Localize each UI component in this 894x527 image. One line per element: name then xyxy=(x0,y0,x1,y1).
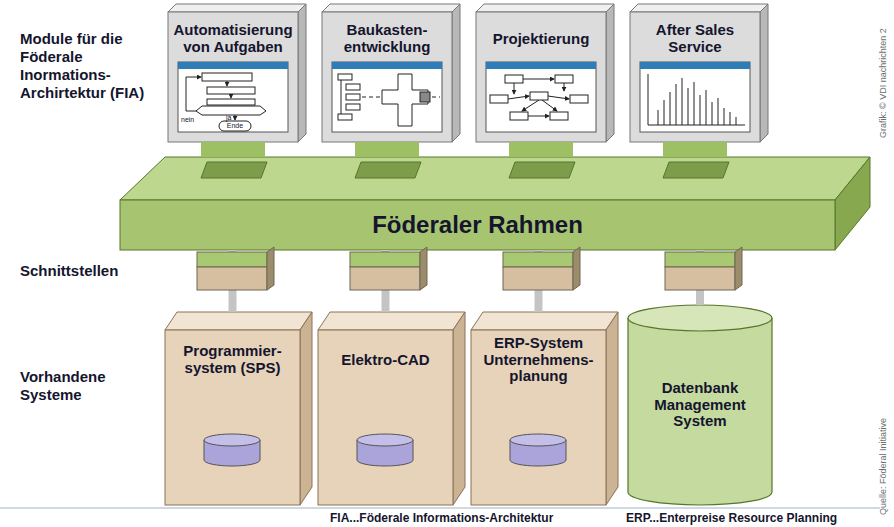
flowchart-icon xyxy=(186,73,266,131)
layer-label: Schnittstellen xyxy=(20,262,160,280)
text-wrapper: Datenbank Management System xyxy=(628,363,772,447)
text-wrapper: Programmier- system (SPS) xyxy=(165,332,300,388)
module-box: Projektierung xyxy=(476,12,606,142)
credit-note: Grafik: © VDI nachrichten 2 xyxy=(878,28,889,138)
box-title: Baukasten- entwicklung xyxy=(326,22,448,56)
database-cylinder: Datenbank Management System xyxy=(628,305,772,505)
system-box: ERP-System Unternehmens- planung xyxy=(471,312,606,505)
system-box: Elektro-CAD xyxy=(318,312,453,505)
footnote: FIA...Föderale Informations-Architektur xyxy=(330,511,615,525)
module-box-3d xyxy=(168,4,768,142)
text-wrapper: Elektro-CAD xyxy=(318,332,453,388)
flow-label: nein xyxy=(181,116,201,124)
flow-label: Ende xyxy=(219,122,251,130)
frame-title: Föderaler Rahmen xyxy=(372,211,583,238)
connector-stub xyxy=(355,142,419,157)
connector-stub xyxy=(663,142,727,157)
module-box: After Sales Service xyxy=(630,12,760,142)
text-wrapper: Automatisierung von Aufgaben xyxy=(168,16,298,62)
text-wrapper: Baukasten- entwicklung xyxy=(322,16,452,62)
source-note: Quelle: Föderal Initiative xyxy=(878,418,889,515)
database-icon xyxy=(204,434,566,466)
text-wrapper: ERP-System Unternehmens- planung xyxy=(471,332,606,388)
box-title: Programmier- system (SPS) xyxy=(169,343,296,377)
box-title: Elektro-CAD xyxy=(341,352,429,369)
layer-label: Vorhandene Systeme xyxy=(20,368,145,404)
text-wrapper: After Sales Service xyxy=(630,16,760,62)
modular-tree-icon xyxy=(338,74,440,126)
interface-block xyxy=(197,247,742,290)
text-wrapper: Föderaler Rahmen xyxy=(120,200,835,250)
box-title: ERP-System Unternehmens- planung xyxy=(475,335,602,386)
footer-rule xyxy=(0,508,880,509)
database-cylinder xyxy=(628,305,772,505)
box-title: Projektierung xyxy=(493,31,590,48)
layer-label: Module für die Föderale Inormations- Arc… xyxy=(20,30,152,102)
bar-chart-icon xyxy=(648,74,745,125)
system-box-3d xyxy=(165,312,618,505)
federal-frame-slab xyxy=(120,157,870,250)
connector-stub xyxy=(201,142,265,157)
app-window xyxy=(178,62,750,132)
box-title: After Sales Service xyxy=(634,22,756,56)
box-title: Automatisierung von Aufgaben xyxy=(172,22,294,56)
flow-label: ja xyxy=(226,114,236,122)
framework-bar: Föderaler Rahmen xyxy=(120,157,870,250)
text-wrapper: Projektierung xyxy=(476,16,606,62)
footnote: ERP...Enterpreise Resource Planning xyxy=(626,511,876,525)
box-title: Datenbank Management System xyxy=(643,380,757,431)
project-network-icon xyxy=(490,75,588,120)
system-box: Programmier- system (SPS) xyxy=(165,312,300,505)
module-box: Baukasten- entwicklung xyxy=(322,12,452,142)
connector-stub xyxy=(509,142,573,157)
